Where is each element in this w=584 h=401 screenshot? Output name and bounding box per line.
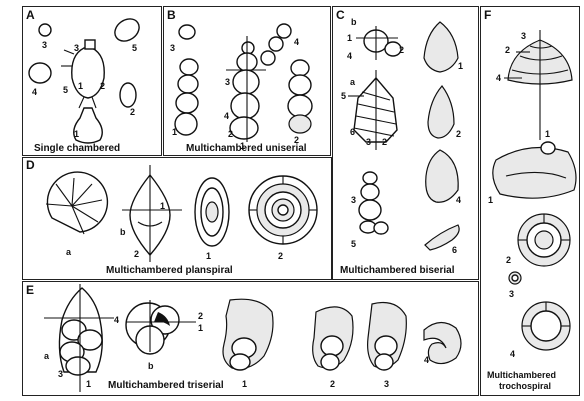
panel-f-num: 2 — [506, 256, 511, 265]
panel-f-num: 2 — [505, 46, 510, 55]
panel-f-caption-line2: trochospiral — [499, 381, 551, 391]
panel-f-num: 3 — [509, 290, 514, 299]
panel-f-num: 1 — [545, 130, 550, 139]
panel-f-num: 4 — [510, 350, 515, 359]
panel-f-num: 1 — [488, 196, 493, 205]
panel-f-num: 4 — [496, 74, 501, 83]
panel-f-num: 3 — [521, 32, 526, 41]
panel-f-caption-line1: Multichambered — [487, 370, 556, 380]
